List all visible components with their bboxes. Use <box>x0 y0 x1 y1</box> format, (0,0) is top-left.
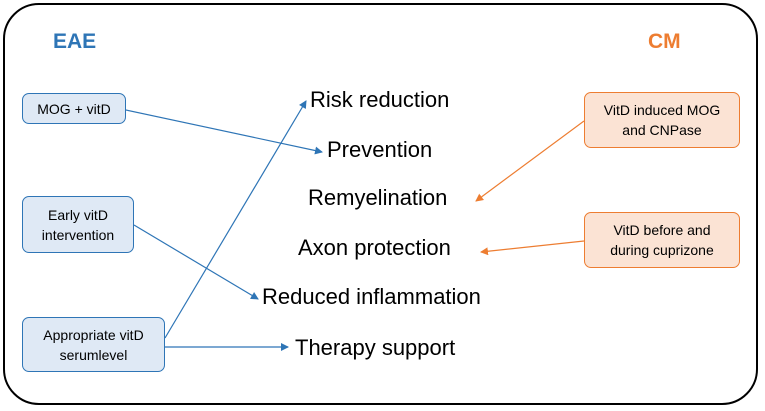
arrow-cuprizone-to-axon <box>480 240 585 256</box>
mog-vitd-box: MOG + vitD <box>22 93 126 124</box>
arrow-appropriate-to-risk <box>164 100 307 339</box>
appropriate-vitd-box: Appropriate vitD serumlevel <box>22 317 165 372</box>
outcome-axon-protection: Axon protection <box>298 235 451 260</box>
mog-vitd-label: MOG + vitD <box>37 100 111 117</box>
vitd-cuprizone-box: VitD before and during cuprizone <box>584 212 740 268</box>
appropriate-vitd-label: Appropriate vitD serumlevel <box>43 326 144 363</box>
outcome-reduced-inflammation: Reduced inflammation <box>262 284 481 309</box>
vitd-induced-box: VitD induced MOG and CNPase <box>584 92 740 148</box>
early-vitd-label: Early vitD intervention <box>41 206 115 243</box>
outcome-therapy-support: Therapy support <box>295 335 456 360</box>
arrow-early-to-inflammation <box>133 224 259 300</box>
eae-heading: EAE <box>53 30 97 53</box>
early-vitd-box: Early vitD intervention <box>22 196 134 253</box>
cm-heading: CM <box>648 30 681 53</box>
vitd-induced-label: VitD induced MOG and CNPase <box>603 102 721 138</box>
outcome-prevention: Prevention <box>327 137 433 162</box>
arrow-induced-to-remyelination <box>475 120 585 202</box>
arrow-mog-to-prevention <box>125 109 323 155</box>
outcome-risk-reduction: Risk reduction <box>310 87 450 112</box>
vitd-cuprizone-label: VitD before and during cuprizone <box>610 222 714 258</box>
outcome-remyelination: Remyelination <box>308 185 448 210</box>
